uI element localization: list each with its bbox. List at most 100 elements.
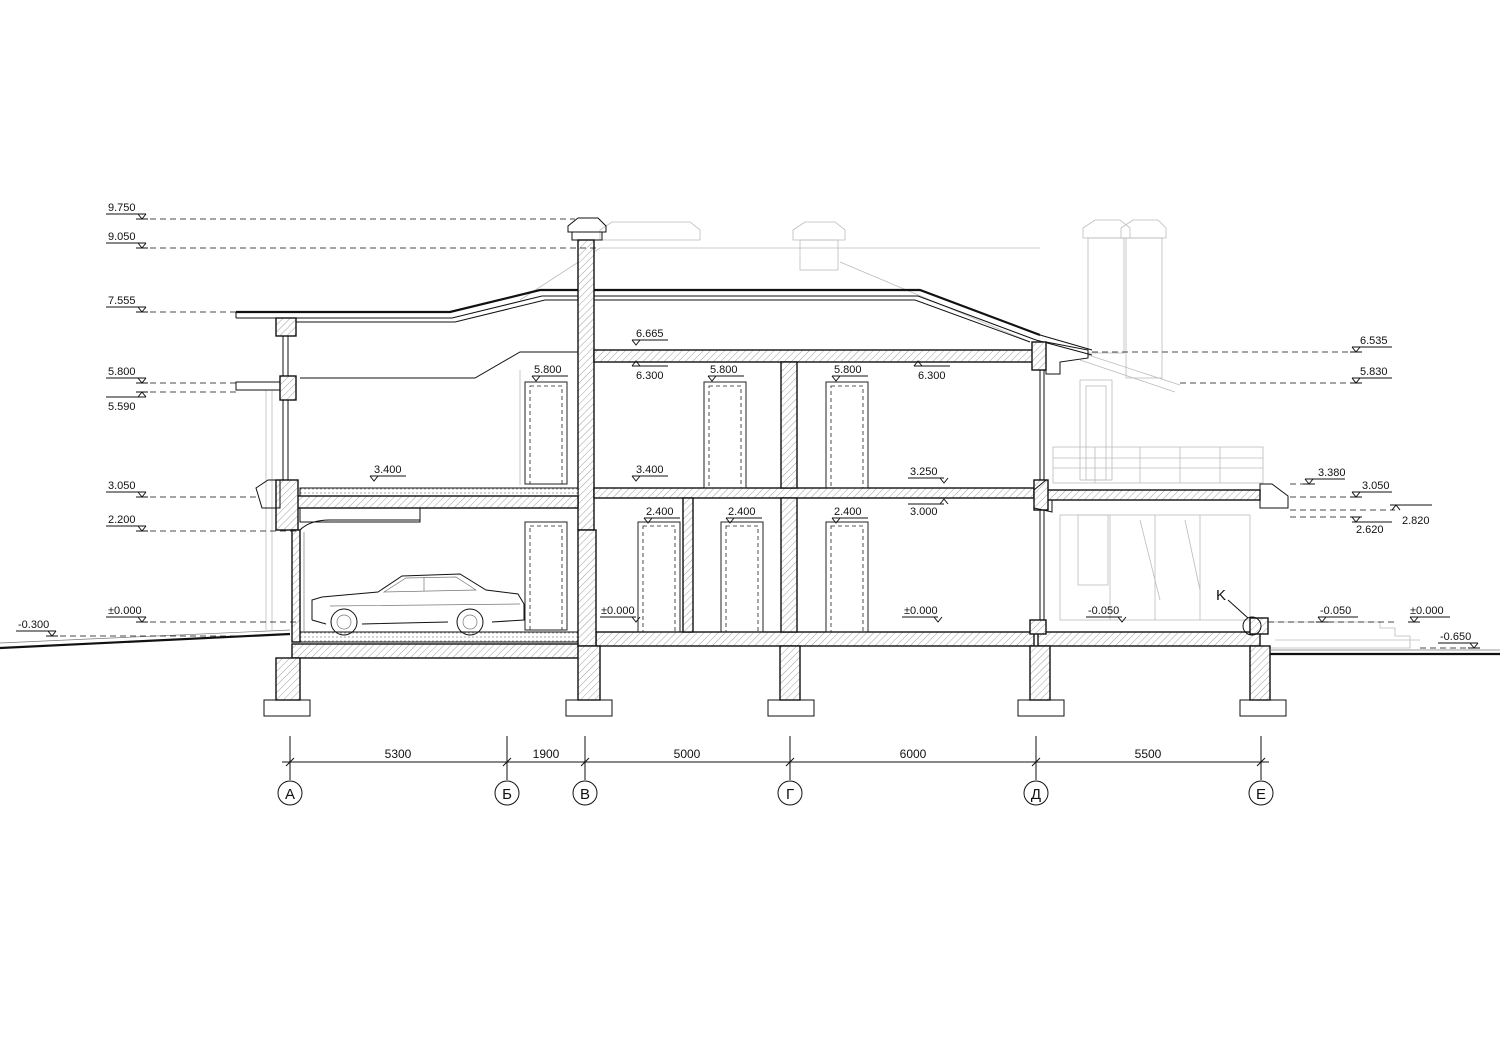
- mark-label: 3.250: [910, 466, 938, 478]
- mark-5800-c: 5.800: [831, 364, 868, 382]
- roof: [235, 288, 1093, 379]
- level-mark-5800: 5.800: [106, 366, 148, 384]
- level-mark-9750: 9.750: [106, 202, 148, 220]
- level-mark-6535: 6.535: [1350, 335, 1392, 353]
- level-mark-3380: 3.380: [1303, 467, 1346, 485]
- level-marks-left: 9.750 9.050 7.555 5.800 5.590 3.050: [16, 202, 148, 637]
- level-label: 9.050: [108, 231, 136, 243]
- level-mark-2200: 2.200: [106, 514, 148, 532]
- mark-3400-b: 3.400: [631, 464, 668, 482]
- mark-label: ±0.000: [601, 605, 635, 617]
- axis-label: Г: [786, 786, 794, 803]
- axis-bubble: [777, 780, 803, 806]
- mark-m0050: -0.050: [1086, 605, 1127, 623]
- level-mark-0000: ±0.000: [106, 605, 148, 623]
- axis-bubble: [277, 780, 303, 806]
- mark-label: 2.400: [728, 506, 756, 518]
- level-mark-3050: 3.050: [106, 480, 148, 498]
- level-label: 3.050: [1362, 480, 1390, 492]
- level-label: ±0.000: [108, 605, 142, 617]
- level-mark-2820: 2.820: [1390, 504, 1432, 527]
- level-label: ±0.000: [1410, 605, 1444, 617]
- mark-6665: 6.665: [631, 328, 668, 346]
- foundations: [263, 645, 1287, 717]
- node-label: K: [1216, 587, 1226, 604]
- level-mark-5590: 5.590: [106, 391, 148, 413]
- level-mark-9050: 9.050: [106, 231, 148, 249]
- level-label: 9.750: [108, 202, 136, 214]
- level-dashed-lines: [60, 218, 1478, 649]
- mark-label: 3.000: [910, 506, 938, 518]
- level-label: 2.820: [1402, 515, 1430, 527]
- grid-axes: А Б В Г Д Е: [277, 780, 1274, 806]
- span-label: 6000: [900, 747, 927, 761]
- level-mark-m0300: -0.300: [16, 619, 58, 637]
- axis-label: Д: [1031, 786, 1041, 803]
- axis-bubble: [1023, 780, 1049, 806]
- axis-bubble: [572, 780, 598, 806]
- level-mark-m0050: -0.050: [1316, 605, 1358, 623]
- level-label: 5.800: [108, 366, 136, 378]
- level-label: 3.380: [1318, 467, 1346, 479]
- mark-5800-b: 5.800: [707, 364, 744, 382]
- dimension-chain: 5300 1900 5000 6000 5500: [282, 736, 1269, 780]
- walls: [235, 317, 1289, 647]
- inner-level-marks: 6.665 6.300 6.300 5.800 5.800 5.800 3.40…: [369, 328, 1249, 623]
- mark-label: 3.400: [374, 464, 402, 476]
- mark-label: 6.300: [636, 370, 664, 382]
- level-mark-0000: ±0.000: [1408, 605, 1450, 623]
- mark-6300-a: 6.300: [631, 360, 668, 382]
- mark-6300-b: 6.300: [913, 360, 950, 382]
- mark-label: 5.800: [834, 364, 862, 376]
- mark-label: 5.800: [534, 364, 562, 376]
- level-label: 5.830: [1360, 366, 1388, 378]
- level-label: -0.050: [1320, 605, 1351, 617]
- level-mark-7555: 7.555: [106, 295, 148, 313]
- mark-label: 6.300: [918, 370, 946, 382]
- axis-bubble: [1248, 780, 1274, 806]
- span-label: 5500: [1135, 747, 1162, 761]
- mark-0000-a: ±0.000: [600, 605, 641, 623]
- mark-3250: 3.250: [908, 466, 949, 484]
- mark-2400-a: 2.400: [643, 506, 680, 524]
- axis-label: Е: [1256, 786, 1266, 803]
- mark-label: 2.400: [834, 506, 862, 518]
- mark-2400-c: 2.400: [831, 506, 868, 524]
- level-label: 7.555: [108, 295, 136, 307]
- car-icon: [311, 573, 525, 636]
- node-callout-k: K: [1216, 587, 1249, 619]
- axis-bubble: [494, 780, 520, 806]
- level-label: -0.300: [18, 619, 49, 631]
- ground-line: [0, 629, 1500, 656]
- level-label: 5.590: [108, 401, 136, 413]
- level-label: 3.050: [108, 480, 136, 492]
- mark-0000-b: ±0.000: [902, 605, 943, 623]
- mark-label: 3.400: [636, 464, 664, 476]
- doors: [299, 381, 869, 633]
- mark-2400-b: 2.400: [725, 506, 762, 524]
- level-marks-right: 6.535 5.830 3.380 3.050 2.820 2.620: [1303, 335, 1480, 649]
- mark-label: -0.050: [1088, 605, 1119, 617]
- axis-label: А: [285, 786, 295, 803]
- span-label: 5000: [674, 747, 701, 761]
- level-label: 2.200: [108, 514, 136, 526]
- level-mark-m0650: -0.650: [1438, 631, 1480, 649]
- span-label: 1900: [533, 747, 560, 761]
- floor-slabs: [279, 349, 1261, 659]
- level-label: 6.535: [1360, 335, 1388, 347]
- mark-label: ±0.000: [904, 605, 938, 617]
- level-mark-2620: 2.620: [1350, 516, 1392, 536]
- level-mark-3050: 3.050: [1350, 480, 1392, 498]
- axis-label: Б: [502, 786, 512, 803]
- mark-label: 6.665: [636, 328, 664, 340]
- mark-5800-a: 5.800: [531, 364, 568, 382]
- background-elevation: [265, 219, 1420, 649]
- mark-label: 2.400: [646, 506, 674, 518]
- mark-label: 5.800: [710, 364, 738, 376]
- level-label: -0.650: [1440, 631, 1471, 643]
- mark-3400-a: 3.400: [369, 464, 406, 482]
- span-label: 5300: [385, 747, 412, 761]
- mark-3000: 3.000: [908, 498, 949, 518]
- level-label: 2.620: [1356, 524, 1384, 536]
